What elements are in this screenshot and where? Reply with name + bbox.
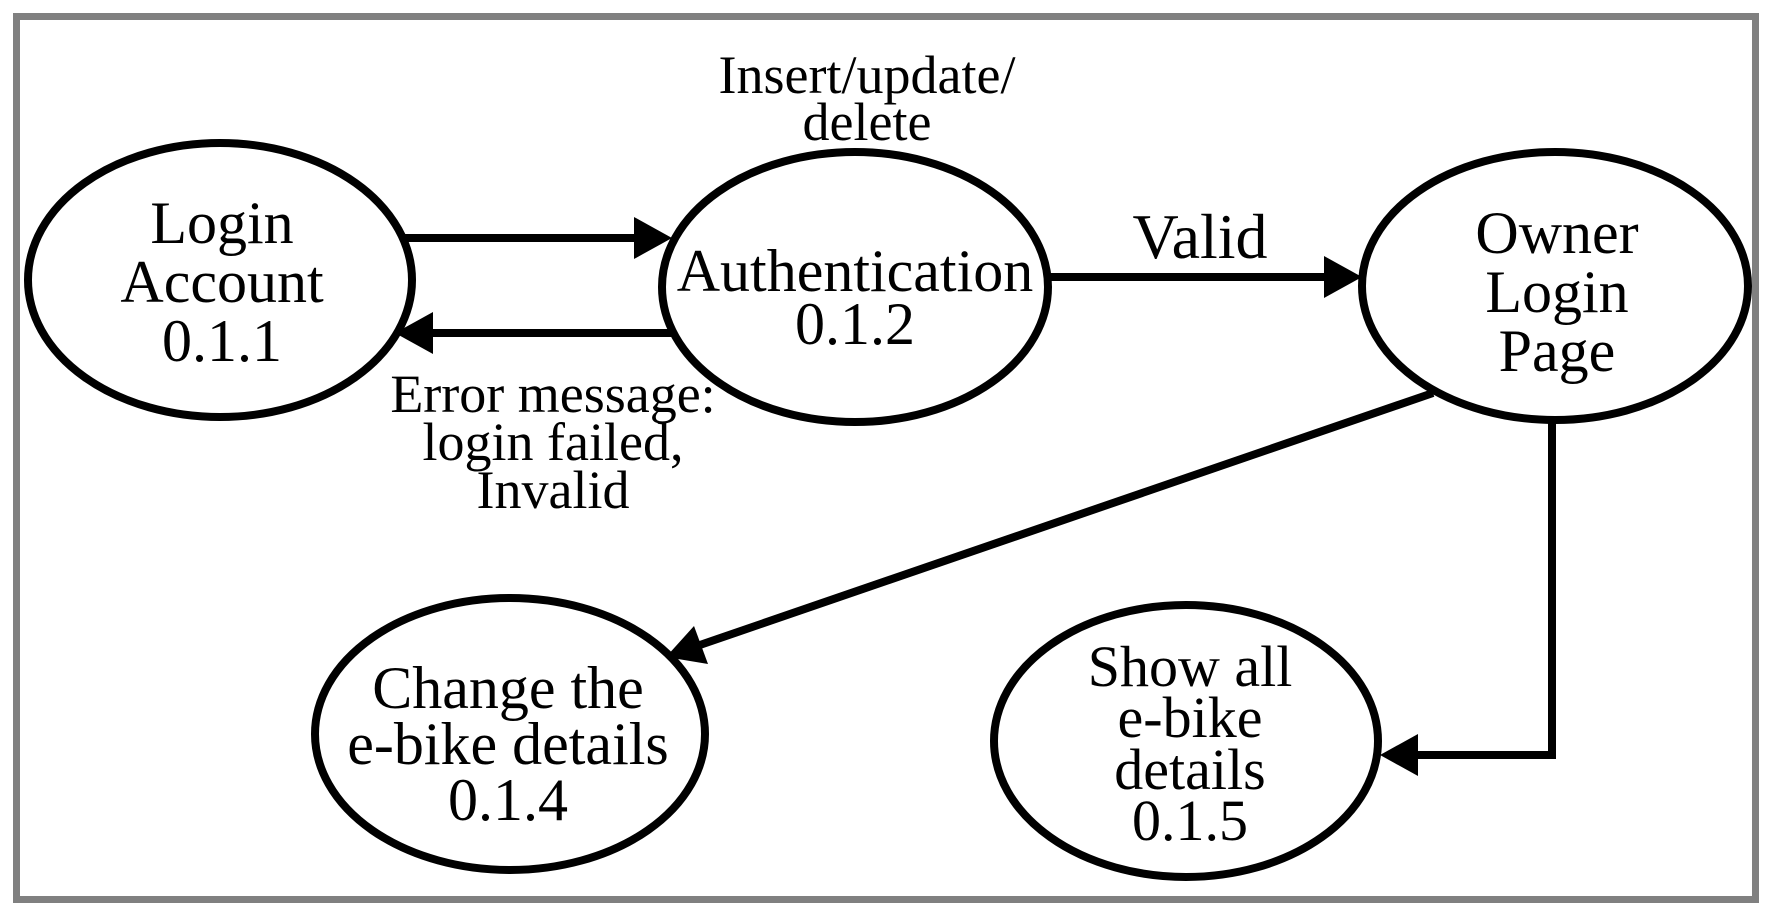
node-change-ebike-details: Change the e-bike details 0.1.4	[311, 594, 709, 874]
node-label-line: Login	[150, 190, 293, 256]
label-valid: Valid	[1132, 201, 1267, 272]
edge-login-to-authentication	[405, 217, 672, 259]
edge-authentication-to-owner	[1048, 256, 1362, 298]
diagram-frame-border	[13, 13, 1759, 903]
show-all-ebike-details-ellipse	[990, 601, 1382, 881]
node-label-line: 0.1.4	[448, 767, 568, 833]
arrowhead-right-icon	[634, 217, 672, 259]
node-label-line: Owner	[1475, 200, 1638, 266]
node-label-line: Show all	[1088, 634, 1293, 699]
flow-label-line: Error message:	[390, 364, 715, 424]
edge-owner-to-change	[666, 389, 1435, 664]
node-label-line: details	[1114, 737, 1265, 802]
node-authentication: Authentication 0.1.2	[658, 148, 1052, 426]
flow-label-line: Insert/update/	[719, 45, 1016, 105]
authentication-ellipse	[658, 148, 1052, 426]
edge-shaft	[1414, 420, 1556, 759]
node-label-line: Change the	[372, 655, 644, 721]
node-label-line: Login	[1485, 259, 1628, 325]
login-account-ellipse	[24, 139, 416, 421]
flow-label-line: login failed,	[423, 412, 684, 472]
node-label-line: Page	[1499, 318, 1616, 384]
node-label-line: Authentication	[677, 238, 1034, 304]
node-login-account: Login Account 0.1.1	[24, 139, 416, 421]
node-label-line: 0.1.2	[795, 291, 915, 357]
owner-login-page-ellipse	[1358, 148, 1752, 424]
edge-owner-to-show	[1380, 420, 1556, 776]
node-label-line: 0.1.1	[162, 308, 282, 374]
node-label-line: e-bike details	[347, 711, 669, 777]
arrowhead-left-icon	[1380, 734, 1418, 776]
node-label-line: Account	[120, 249, 324, 315]
arrowhead-right-icon	[1324, 256, 1362, 298]
node-label-line: 0.1.5	[1132, 788, 1248, 853]
arrowhead-left-icon	[395, 312, 433, 354]
edge-authentication-to-login	[395, 312, 674, 354]
change-ebike-details-ellipse	[311, 594, 709, 874]
label-error-message: Error message: login failed, Invalid	[390, 364, 715, 520]
label-insert-update-delete: Insert/update/ delete	[719, 45, 1016, 152]
node-label-line: e-bike	[1118, 685, 1263, 750]
edge-shaft	[695, 389, 1435, 650]
arrowhead-diagonal-icon	[666, 626, 708, 664]
node-show-all-ebike-details: Show all e-bike details 0.1.5	[990, 601, 1382, 881]
flow-label-line: Invalid	[477, 460, 630, 520]
node-owner-login-page: Owner Login Page	[1358, 148, 1752, 424]
flow-label-line: delete	[803, 92, 932, 152]
